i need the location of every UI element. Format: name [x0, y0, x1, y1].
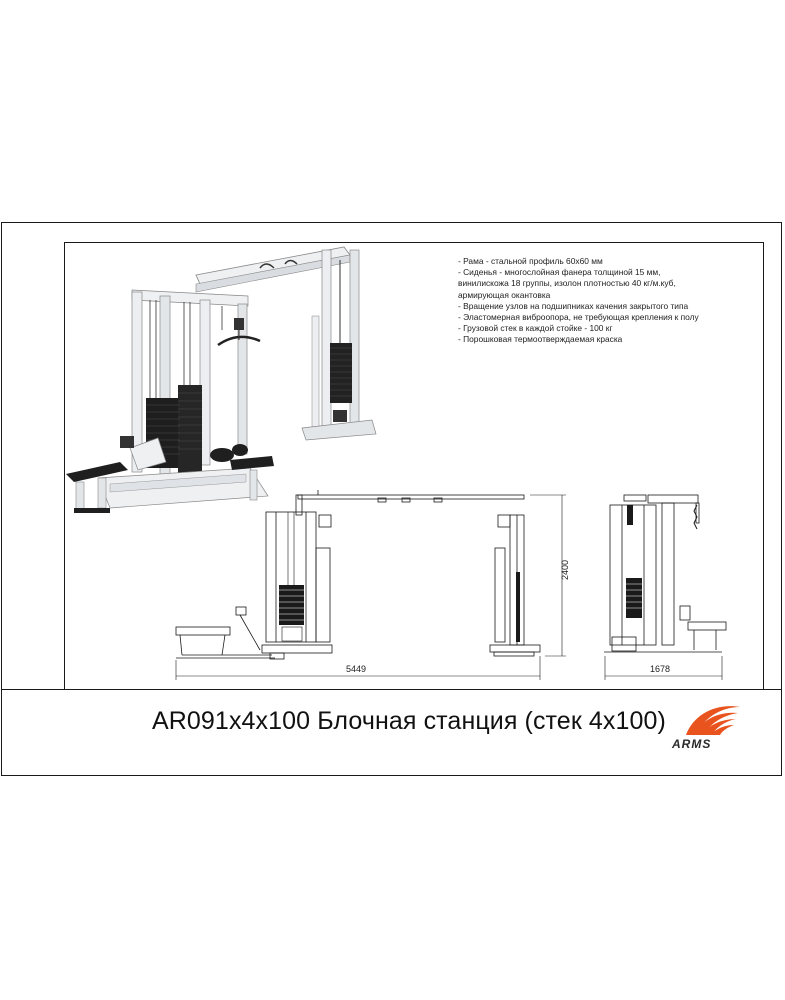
specifications-list: - Рама - стальной профиль 60х60 мм - Сид… — [458, 256, 768, 346]
dimension-length: 5449 — [346, 664, 367, 674]
side-view-drawing — [604, 494, 727, 680]
product-title: AR091х4х100 Блочная станция (стек 4х100) — [152, 707, 666, 735]
arms-logo-icon — [686, 706, 740, 735]
drawing-frame — [64, 242, 764, 689]
document-sheet — [1, 222, 782, 776]
spec-item: армирующая окантовка — [458, 289, 551, 300]
spec-item: - Порошковая термоотверждаемая краска — [458, 334, 623, 345]
spec-item: - Эластомерная виброопора, не требующая … — [458, 312, 699, 323]
dimension-height: 2400 — [560, 559, 570, 580]
title-divider — [1, 689, 782, 690]
spec-item: винилискожа 18 группы, изолон плотностью… — [458, 278, 676, 289]
spec-item: - Сиденья - многослойная фанера толщиной… — [458, 267, 661, 278]
brand-name: ARMS — [672, 737, 712, 751]
dimension-depth: 1678 — [650, 664, 671, 674]
spec-item: - Грузовой стек в каждой стойке - 100 кг — [458, 323, 613, 334]
front-view-drawing — [175, 490, 566, 680]
spec-item: - Рама - стальной профиль 60х60 мм — [458, 256, 603, 266]
spec-item: - Вращение узлов на подшипниках качения … — [458, 300, 689, 311]
product-render-illustration — [66, 246, 377, 513]
